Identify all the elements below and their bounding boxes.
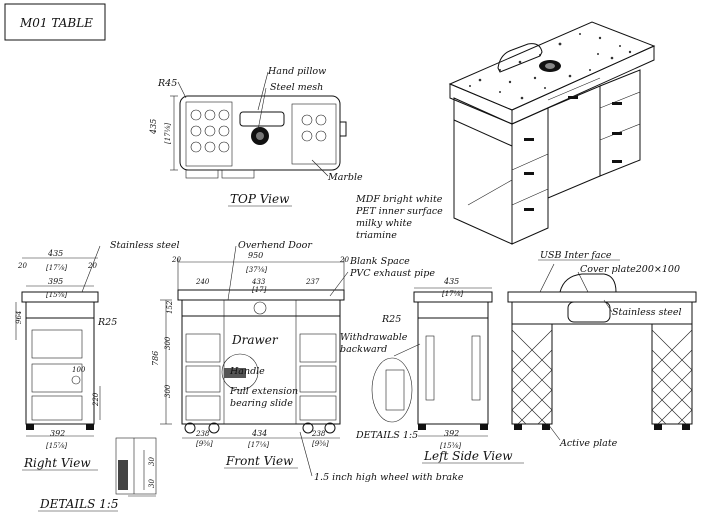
dim-fv-238b: 238 (311, 430, 326, 438)
dim-fv-152: 152 (166, 300, 174, 314)
dim-rv-435: 435 (47, 249, 63, 258)
rear-view (507, 263, 697, 441)
right-view (15, 257, 101, 437)
dim-rv-100: 100 (72, 366, 86, 374)
label-blank-space: Blank Space (349, 256, 410, 267)
label-withdrawable-2: backward (340, 344, 387, 355)
detail-left (115, 437, 157, 497)
dim-fv-237: 237 (305, 278, 320, 286)
label-full-extension-1: Full extension (229, 386, 298, 397)
label-details-mid: DETAILS 1:5 (355, 430, 418, 441)
dim-lv-392: 392 (444, 429, 459, 438)
dim-rv-392-in: [15⅞] (46, 442, 67, 450)
dim-fv-240: 240 (195, 278, 210, 286)
dim-fv-300a: 300 (164, 336, 172, 350)
dim-rv-395: 395 (48, 277, 63, 286)
dim-fv-433-in: [17] (252, 286, 267, 294)
dim-rv-392: 392 (50, 429, 65, 438)
dim-rv-395-in: [15⅝] (46, 291, 67, 299)
dim-fv-20a: 20 (171, 256, 181, 264)
left-side-view (371, 287, 493, 437)
dim-lv-435: 435 (443, 277, 459, 286)
label-details-left: DETAILS 1:5 (39, 497, 118, 511)
dim-fv-238a: 238 (195, 430, 210, 438)
label-stainless-steel: Stainless steel (110, 240, 180, 251)
label-hand-pillow: Hand pillow (267, 66, 326, 77)
dim-fv-20b: 20 (339, 256, 349, 264)
label-r25-left: R25 (381, 314, 401, 325)
label-handle: Handle (229, 366, 265, 377)
label-mdf-4: triamine (356, 230, 397, 241)
dim-top-435: 435 (149, 119, 158, 135)
dim-fv-238a-in: [9⅜] (196, 440, 213, 448)
view-title-front: Front View (225, 454, 294, 468)
left-view-body (417, 301, 489, 425)
top-view (170, 71, 347, 179)
label-usb: USB Inter face (540, 250, 612, 261)
view-title-top: TOP View (230, 192, 290, 206)
label-wheel: 1.5 inch high wheel with brake (314, 472, 464, 483)
dim-fv-434: 434 (251, 429, 267, 438)
label-withdrawable-1: Withdrawable (340, 332, 408, 343)
dim-fv-786: 786 (151, 351, 160, 366)
title-box (4, 3, 106, 41)
label-drawer: Drawer (231, 333, 279, 347)
front-view-body (181, 299, 341, 425)
view-title-left: Left Side View (423, 449, 513, 463)
label-cover-plate: Cover plate200×100 (580, 264, 680, 275)
dim-det-30a: 30 (148, 457, 156, 466)
dim-lv-392-in: [15⅜] (440, 442, 461, 450)
label-mdf-3: milky white (356, 218, 412, 229)
label-full-extension-2: bearing slide (230, 398, 293, 409)
label-stainless-steel-right: Stainless steel (612, 307, 682, 318)
dim-fv-238b-in: [9⅜] (312, 440, 329, 448)
dim-fv-950: 950 (248, 251, 263, 260)
label-marble: Marble (327, 172, 363, 183)
label-pvc-exhaust: PVC exhaust pipe (349, 268, 435, 279)
dim-fv-433: 433 (251, 278, 266, 286)
dim-top-435-in: [17⅛] (164, 123, 172, 144)
isometric-view (448, 21, 656, 245)
dim-fv-300b: 300 (164, 384, 172, 398)
drawing-title: M01 TABLE (19, 16, 93, 30)
dim-fv-434-in: [17⅛] (248, 441, 269, 449)
label-overhend-door: Overhend Door (238, 240, 313, 251)
dim-rv-20a: 20 (17, 262, 27, 270)
dim-lv-435-in: [17⅛] (442, 290, 463, 298)
label-mdf-1: MDF bright white (355, 194, 443, 205)
dim-rv-220: 220 (92, 392, 100, 407)
label-steel-mesh: Steel mesh (270, 82, 323, 93)
front-view (160, 258, 345, 439)
label-mdf-2: PET inner surface (355, 206, 443, 217)
rear-view-top (507, 291, 697, 303)
handle-shape (224, 368, 246, 378)
dim-rv-964: 964 (15, 311, 23, 324)
dim-rv-435-in: [17⅞] (46, 264, 67, 272)
dim-det-30b: 30 (148, 479, 156, 488)
dim-fv-950-in: [37⅜] (246, 266, 267, 274)
label-r25-right: R25 (97, 317, 117, 328)
view-title-right: Right View (23, 456, 91, 470)
label-r45: R45 (157, 78, 177, 89)
hand-pillow-shape (239, 111, 285, 127)
right-view-body (25, 301, 95, 425)
label-active-plate: Active plate (559, 438, 618, 449)
